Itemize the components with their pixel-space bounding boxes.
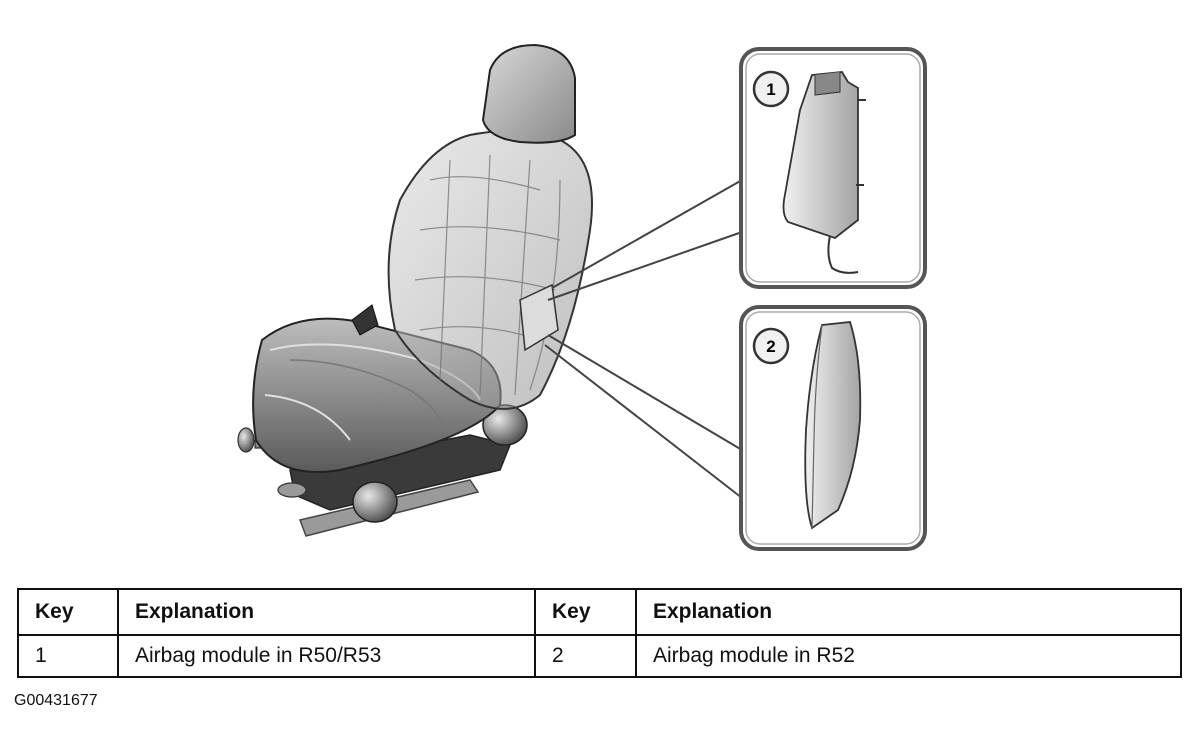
table-row: 1 Airbag module in R50/R53 2 Airbag modu… bbox=[17, 634, 1182, 678]
header-explanation-2: Explanation bbox=[635, 588, 1182, 636]
callout-circle-1 bbox=[752, 70, 790, 108]
header-key-1: Key bbox=[17, 588, 119, 636]
cell-explanation-2: Airbag module in R52 bbox=[635, 634, 1182, 678]
seat-headrest bbox=[481, 43, 576, 144]
table-header-row: Key Explanation Key Explanation bbox=[17, 588, 1182, 636]
airbag-module-r52 bbox=[804, 321, 862, 530]
cell-key-2: 2 bbox=[534, 634, 637, 678]
callout-number-1: 1 bbox=[766, 80, 775, 99]
detail-panel-1: 1 bbox=[739, 47, 927, 289]
detail-panel-2: 2 bbox=[739, 305, 927, 551]
vehicle-seat bbox=[237, 43, 593, 537]
airbag-module-r50-r53 bbox=[782, 71, 859, 240]
cell-key-1: 1 bbox=[17, 634, 119, 678]
header-explanation-1: Explanation bbox=[117, 588, 536, 636]
airbag-location-highlight bbox=[519, 283, 559, 352]
header-key-2: Key bbox=[534, 588, 637, 636]
height-knob bbox=[352, 481, 398, 523]
callout-circle-2 bbox=[752, 327, 790, 365]
seat-airbag-illustration: 1 2 bbox=[237, 43, 927, 551]
cell-explanation-1: Airbag module in R50/R53 bbox=[117, 634, 536, 678]
callout-number-2: 2 bbox=[766, 337, 775, 356]
leader-lines bbox=[544, 179, 743, 499]
figure-id: G00431677 bbox=[14, 692, 98, 709]
key-table: Key Explanation Key Explanation 1 Airbag… bbox=[17, 588, 1182, 678]
